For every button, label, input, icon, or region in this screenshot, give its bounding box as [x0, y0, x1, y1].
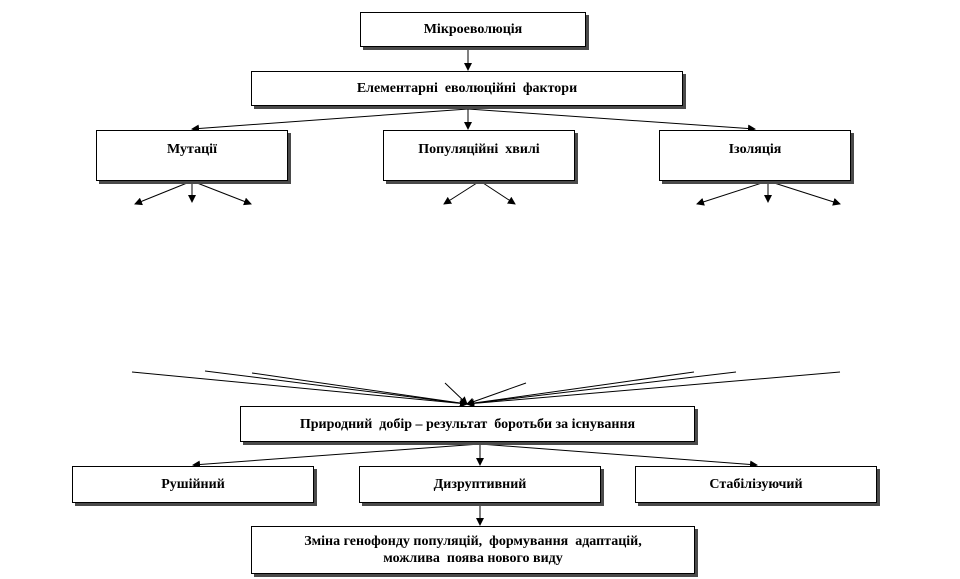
node-isolation: Ізоляція — [659, 130, 851, 181]
node-stabilizing-selection: Стабілізуючий — [635, 466, 877, 503]
arrow-factors-to-mutations — [191, 108, 469, 133]
arrow-conv-7 — [466, 371, 737, 408]
arrow-mut-left — [134, 180, 193, 206]
node-isolation-label: Ізоляція — [728, 142, 782, 157]
node-stabilizing-selection-label: Стабілізуючий — [709, 477, 803, 492]
node-natural-selection-label: Природний добір – результат боротьби за … — [299, 416, 636, 432]
arrow-conv-5 — [466, 382, 527, 406]
node-mutations: Мутації — [96, 130, 288, 181]
arrow-conv-1 — [131, 371, 468, 408]
arrow-sel-to-stabilizing — [479, 443, 758, 469]
arrow-conv-2 — [204, 370, 468, 408]
node-result: Зміна генофонду популяцій, формування ад… — [251, 526, 695, 574]
node-moving-selection-label: Рушійний — [161, 477, 225, 492]
node-disruptive-selection: Дизруптивний — [359, 466, 601, 503]
node-disruptive-selection-label: Дизруптивний — [433, 477, 527, 492]
node-population-waves-label: Популяційні хвилі — [418, 142, 540, 157]
arrow-sel-to-moving — [192, 443, 481, 469]
arrow-conv-8 — [466, 371, 841, 408]
node-moving-selection: Рушійний — [72, 466, 314, 503]
node-mutations-label: Мутації — [167, 142, 217, 157]
node-microevolution: Мікроеволюція — [360, 12, 586, 47]
node-result-line1: Зміна генофонду популяцій, формування ад… — [304, 534, 642, 549]
arrow-conv-4 — [444, 382, 468, 405]
node-natural-selection: Природний добір – результат боротьби за … — [240, 406, 695, 442]
node-microevolution-label: Мікроеволюція — [423, 22, 523, 37]
arrow-wave-left — [443, 180, 481, 205]
arrow-factors-to-isolation — [467, 108, 756, 133]
arrow-mut-right — [191, 180, 252, 206]
node-elementary-factors: Елементарні еволюційні фактори — [251, 71, 683, 106]
arrow-conv-6 — [466, 371, 695, 407]
node-elementary-factors-label: Елементарні еволюційні фактори — [356, 81, 578, 96]
arrow-wave-right — [479, 180, 516, 205]
arrow-iso-right — [767, 180, 841, 206]
arrow-conv-3 — [251, 372, 468, 407]
node-result-line2: можлива поява нового виду — [383, 551, 563, 566]
node-population-waves: Популяційні хвилі — [383, 130, 575, 181]
arrow-iso-left — [696, 180, 769, 206]
